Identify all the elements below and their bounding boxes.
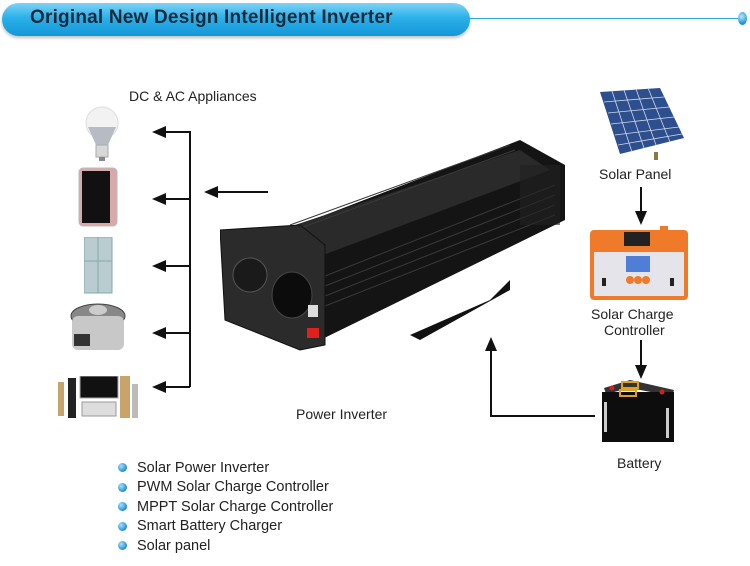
list-item: PWM Solar Charge Controller [118, 478, 333, 498]
battery-label: Battery [617, 455, 662, 471]
list-item-label: PWM Solar Charge Controller [137, 479, 329, 496]
inverter-image [220, 140, 565, 351]
product-list: Solar Power Inverter PWM Solar Charge Co… [118, 458, 333, 556]
arrow-to-phone-icon [152, 193, 166, 205]
bullet-icon [118, 541, 127, 551]
arrow-to-bulb-icon [152, 126, 166, 138]
panel-to-controller-line [640, 187, 642, 213]
branch-line [162, 265, 190, 267]
appliances-label: DC & AC Appliances [129, 88, 257, 104]
solar-panel-label: Solar Panel [599, 166, 672, 182]
list-item-label: MPPT Solar Charge Controller [137, 498, 334, 515]
output-arrow-line [216, 191, 268, 193]
list-item: MPPT Solar Charge Controller [118, 497, 333, 517]
battery-to-inverter-arrow-icon [485, 337, 497, 351]
arrow-to-cooker-icon [152, 327, 166, 339]
controller-label-line2: Controller [604, 322, 665, 338]
bullet-icon [118, 502, 127, 512]
controller-label-line1: Solar Charge [591, 306, 674, 322]
list-item: Smart Battery Charger [118, 517, 333, 537]
bulb-icon [85, 106, 119, 161]
branch-line [162, 131, 190, 133]
battery-feed-riser [490, 350, 492, 417]
header-divider [468, 18, 740, 19]
panel-to-controller-arrow-icon [635, 211, 647, 225]
home-theater-icon [58, 376, 138, 418]
charge-controller-icon [590, 226, 688, 300]
header-banner [2, 3, 470, 36]
branch-line [162, 332, 190, 334]
solar-panel-icon [600, 87, 684, 160]
distribution-trunk [189, 131, 191, 387]
inverter-label: Power Inverter [296, 406, 388, 422]
controller-to-battery-arrow-icon [635, 365, 647, 379]
header-dot-icon [738, 12, 747, 25]
bullet-icon [118, 463, 127, 473]
arrow-to-theater-icon [152, 381, 166, 393]
battery-feed-line [490, 415, 595, 417]
list-item-label: Solar panel [137, 537, 211, 554]
bullet-icon [118, 482, 127, 492]
inverter-output-arrow-icon [204, 186, 218, 198]
page-title: Original New Design Intelligent Inverter [30, 7, 393, 28]
list-item: Solar panel [118, 536, 333, 556]
bullet-icon [118, 521, 127, 531]
phone-icon [78, 167, 118, 227]
list-item: Solar Power Inverter [118, 458, 333, 478]
branch-line [162, 198, 190, 200]
branch-line [162, 386, 190, 388]
list-item-label: Solar Power Inverter [137, 459, 270, 476]
list-item-label: Smart Battery Charger [137, 518, 283, 535]
arrow-to-fridge-icon [152, 260, 166, 272]
controller-to-battery-line [640, 340, 642, 367]
fridge-icon [84, 237, 113, 294]
battery-icon [602, 380, 674, 442]
rice-cooker-icon [70, 303, 126, 350]
